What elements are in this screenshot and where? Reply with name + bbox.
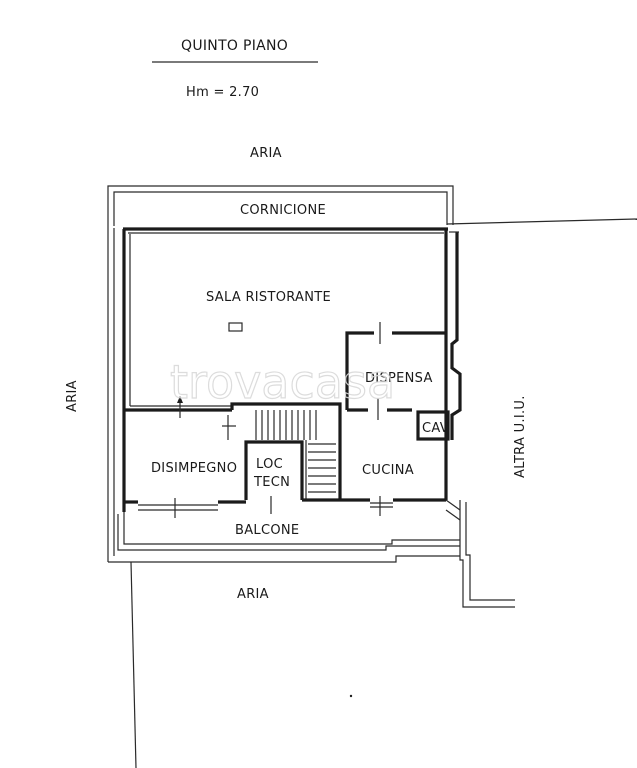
floor-title: QUINTO PIANO	[181, 38, 288, 54]
outer-walls	[107, 227, 448, 562]
label-cav: CAV	[422, 421, 449, 436]
dispensa-walls	[345, 322, 448, 440]
boundary-line-lower	[130, 561, 137, 768]
plan-mark	[349, 694, 353, 698]
watermark: trovacasa	[170, 355, 395, 409]
label-balcone: BALCONE	[235, 523, 299, 538]
balcone-outline	[108, 499, 461, 563]
loc-tecn-walls	[244, 440, 304, 500]
label-loc: LOC	[256, 457, 283, 472]
label-disimpegno: DISIMPEGNO	[151, 461, 237, 476]
label-altra-uiu: ALTRA U.I.U.	[513, 395, 528, 478]
cornicione-frame	[107, 185, 454, 228]
label-aria-top: ARIA	[250, 146, 282, 161]
label-dispensa: DISPENSA	[365, 371, 433, 386]
stair-steps	[255, 410, 336, 500]
label-cucina: CUCINA	[362, 463, 414, 478]
ceiling-fixture-icon	[228, 322, 243, 332]
cucina-walls	[340, 440, 448, 502]
label-aria-bottom: ARIA	[237, 587, 269, 602]
neighbour-wall	[449, 231, 515, 608]
height-note: Hm = 2.70	[186, 85, 259, 100]
lower-wall	[124, 496, 393, 518]
arrow-icon	[177, 396, 183, 403]
label-sala-ristorante: SALA RISTORANTE	[206, 290, 331, 305]
label-aria-left: ARIA	[65, 380, 80, 412]
label-cornicione: CORNICIONE	[240, 203, 326, 218]
cav-walls	[416, 410, 450, 441]
property-boundary-line	[446, 218, 637, 225]
stair-walls	[222, 402, 342, 500]
label-tecn: TECN	[253, 475, 290, 490]
